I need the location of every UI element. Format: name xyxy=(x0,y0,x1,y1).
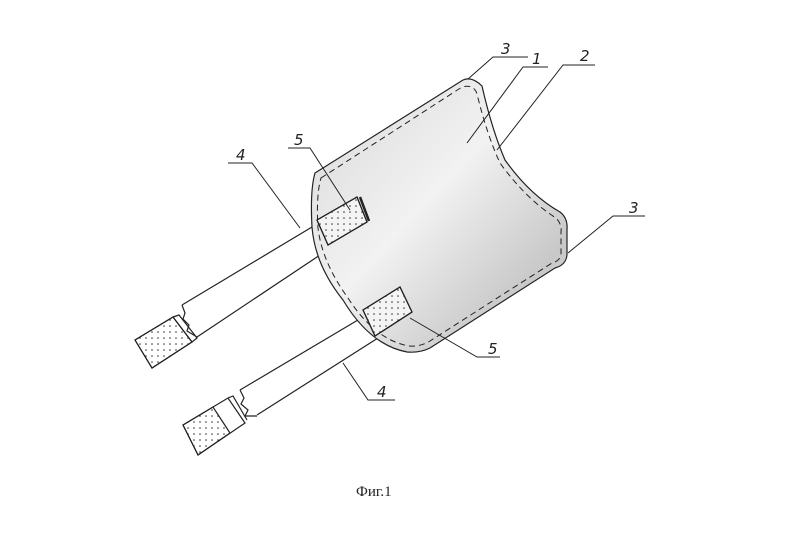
strap-lower xyxy=(182,316,379,456)
figure-caption: Фиг.1 xyxy=(356,484,392,500)
label-5-bottom: 5 xyxy=(488,340,498,358)
leader-lines xyxy=(228,56,645,401)
strap-upper xyxy=(134,226,324,369)
label-4-top: 4 xyxy=(236,146,246,164)
label-3-top: 3 xyxy=(501,40,511,58)
label-4-bottom: 4 xyxy=(377,383,387,401)
label-2: 2 xyxy=(580,47,590,65)
pad xyxy=(310,78,568,353)
label-3-right: 3 xyxy=(629,199,639,217)
pad-seam xyxy=(316,85,562,347)
label-5-top: 5 xyxy=(294,131,304,149)
label-1: 1 xyxy=(532,50,542,68)
